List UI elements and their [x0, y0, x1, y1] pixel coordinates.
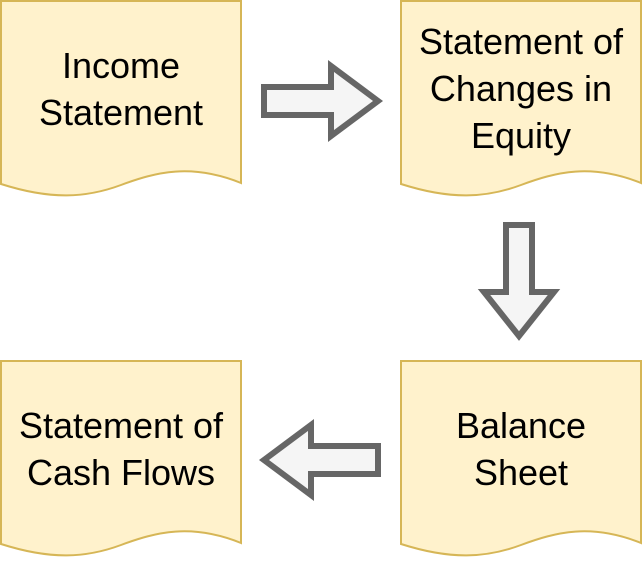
left-arrow-icon — [258, 419, 381, 501]
income-statement-document — [0, 0, 242, 197]
balance-sheet-line-1: Balance — [455, 405, 587, 446]
changes-in-equity-document — [400, 0, 642, 197]
balance-sheet-document — [400, 360, 642, 557]
changes-in-equity-line-3: Equity — [470, 114, 572, 156]
balance-sheet-line-2: Sheet — [473, 452, 569, 493]
cash-flows-document — [0, 360, 242, 557]
changes-in-equity-line-1: Statement of — [418, 20, 624, 62]
changes-in-equity-line-2: Changes in — [429, 67, 613, 109]
cash-flows-label: Statement of Cash Flows — [1, 361, 241, 537]
income-statement-label: Income Statement — [1, 1, 241, 177]
income-statement-line-2: Statement — [38, 92, 204, 133]
down-arrow-icon — [477, 222, 561, 341]
changes-in-equity-label: Statement of Changes in Equity — [401, 1, 641, 175]
income-statement-line-1: Income — [61, 45, 181, 86]
balance-sheet-label: Balance Sheet — [401, 361, 641, 537]
right-arrow-icon — [261, 60, 384, 142]
cash-flows-line-1: Statement of — [18, 405, 224, 446]
cash-flows-line-2: Cash Flows — [26, 452, 216, 493]
